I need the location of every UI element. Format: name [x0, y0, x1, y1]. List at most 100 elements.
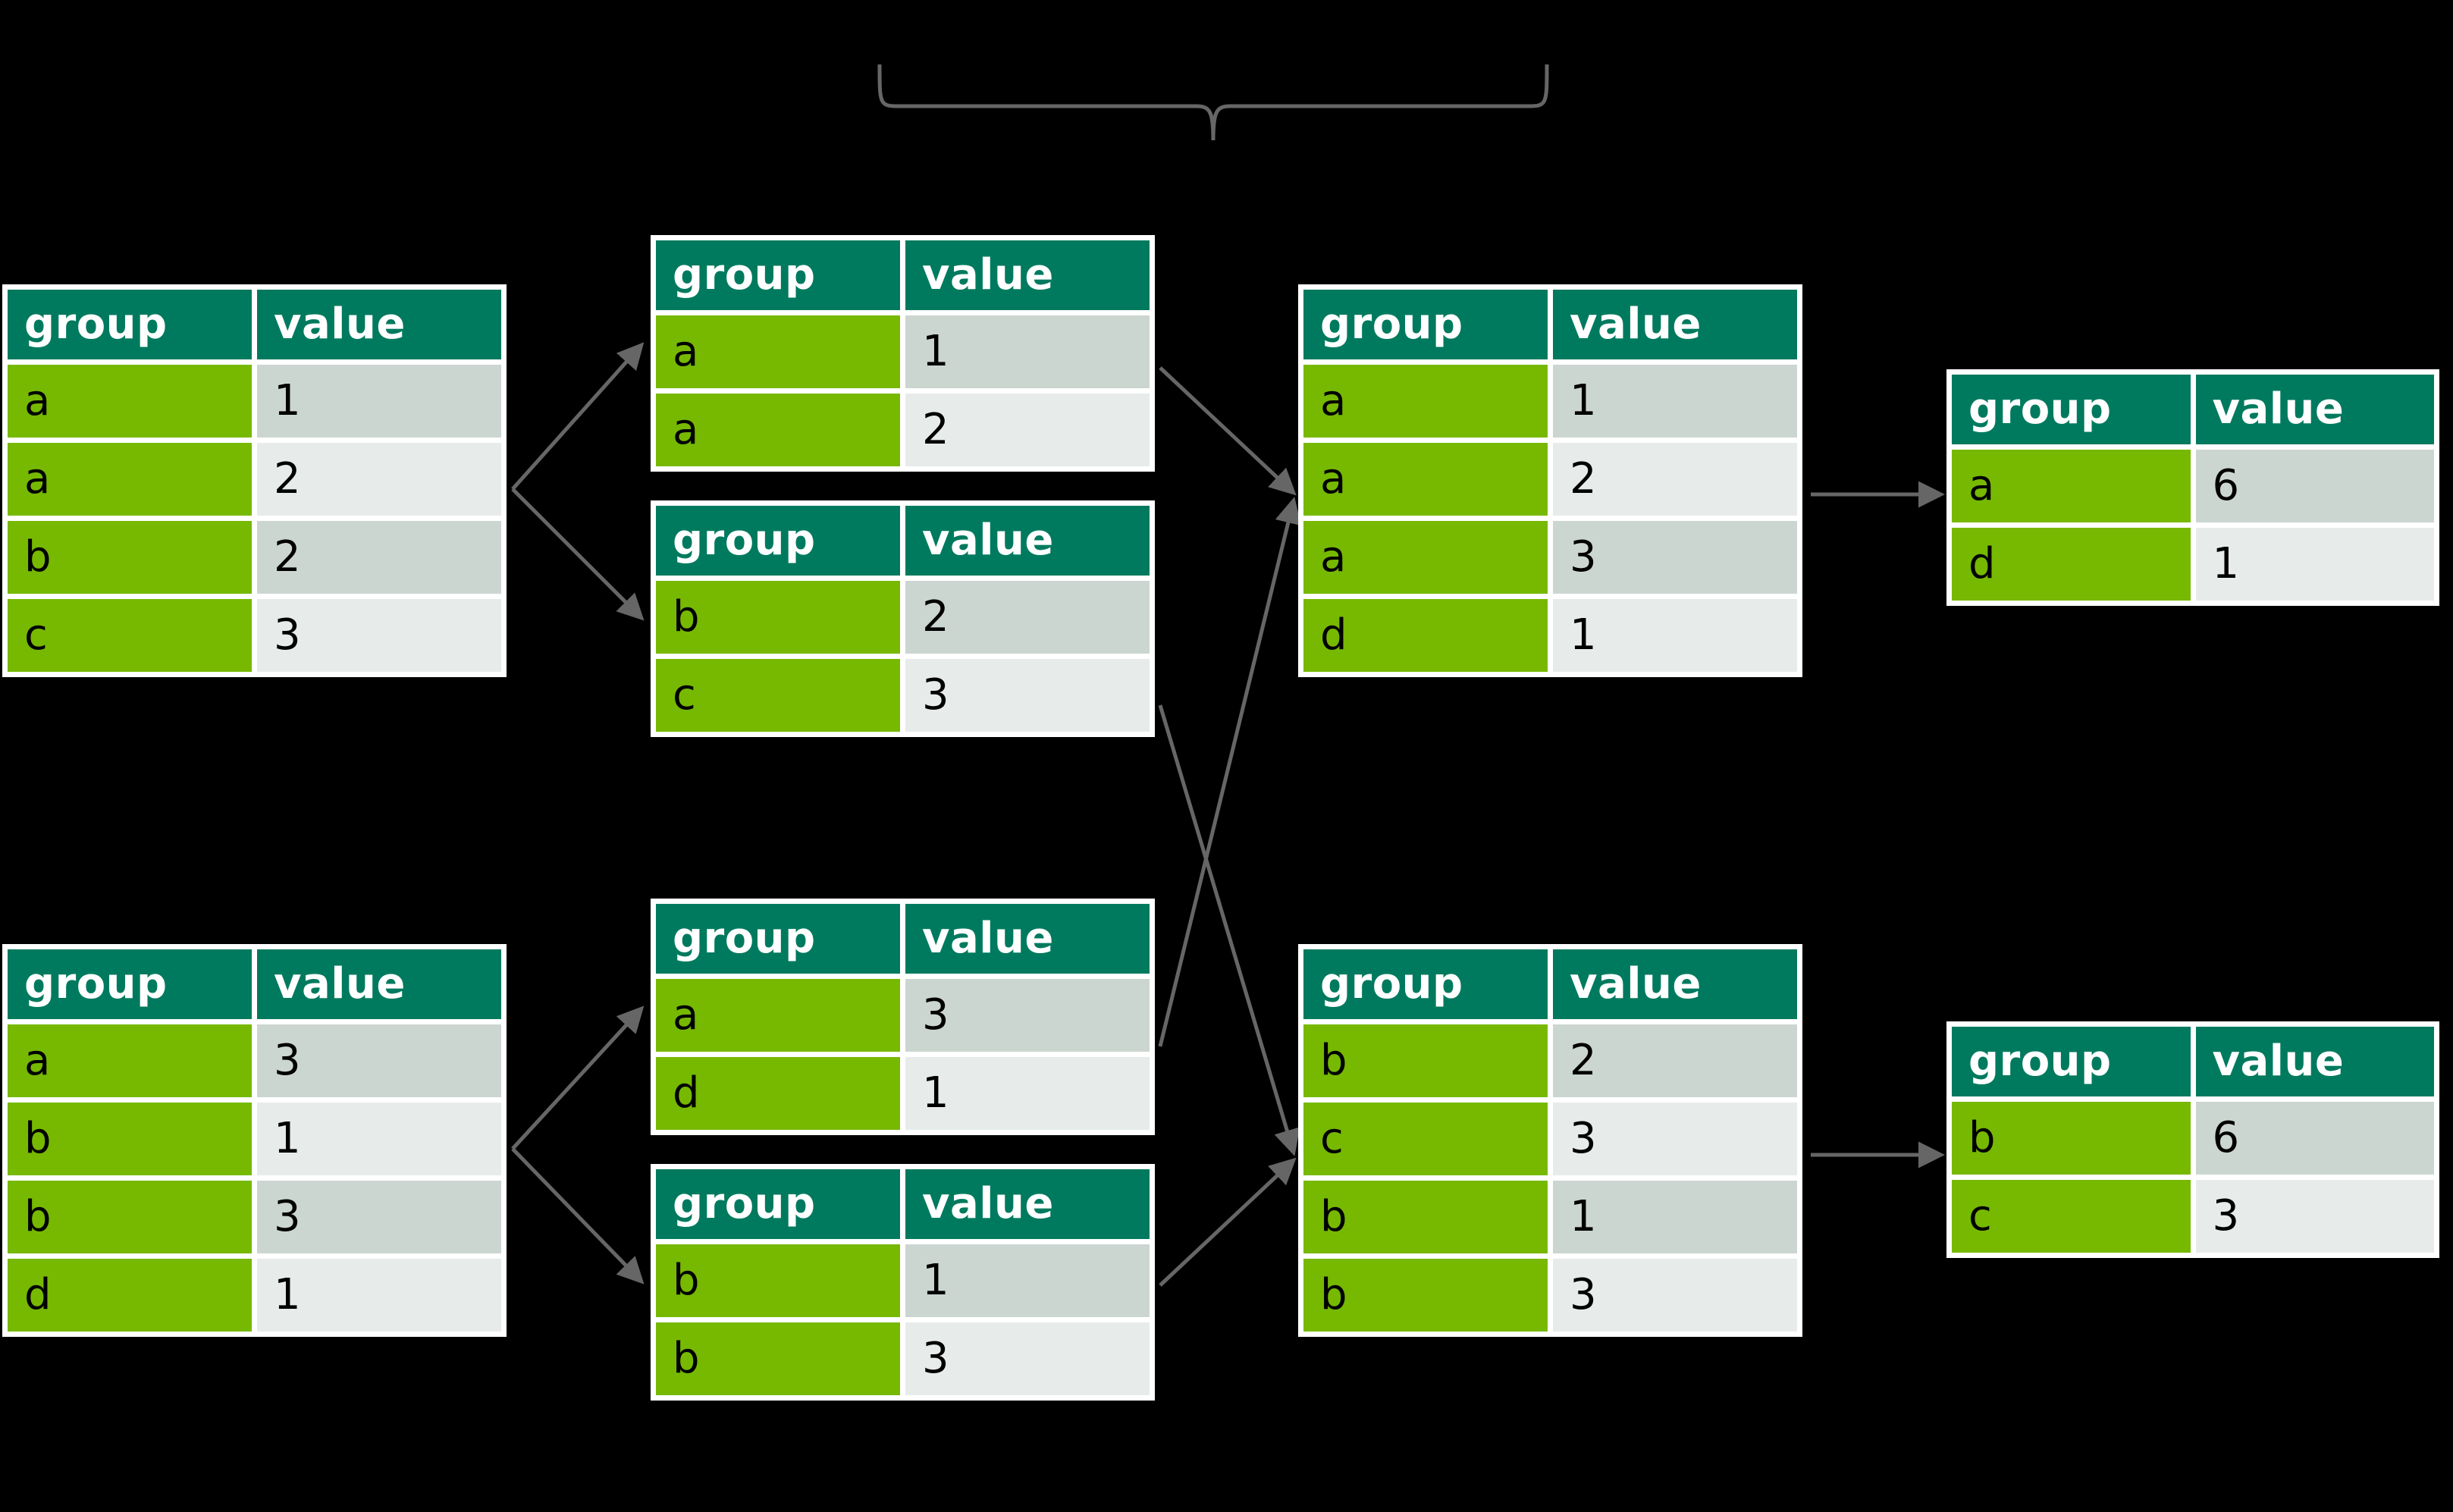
cell-value: 3	[1553, 1259, 1797, 1332]
cell-group: b	[656, 1322, 900, 1395]
cell-value: 3	[257, 1181, 501, 1253]
cell-value: 1	[905, 1057, 1150, 1130]
cell-value: 3	[2195, 1180, 2434, 1253]
cell-value: 3	[1553, 521, 1797, 594]
cell-group: c	[8, 599, 252, 672]
cell-value: 2	[1553, 1024, 1797, 1097]
cell-value: 6	[2195, 450, 2434, 522]
cell-value: 3	[905, 1322, 1150, 1395]
cell-group: b	[656, 1244, 900, 1317]
column-header-group: group	[656, 904, 900, 974]
cell-group: a	[656, 979, 900, 1052]
column-header-group: group	[8, 290, 252, 359]
cell-value: 2	[1553, 443, 1797, 516]
cell-group: b	[1952, 1102, 2191, 1175]
cell-value: 1	[1553, 599, 1797, 672]
column-header-value: value	[257, 290, 501, 359]
cell-value: 6	[2195, 1102, 2434, 1175]
cell-group: d	[1303, 599, 1548, 672]
column-header-value: value	[1553, 290, 1797, 359]
cell-group: c	[1952, 1180, 2191, 1253]
column-header-group: group	[1303, 949, 1548, 1019]
arrow-merge-botBB-to-combBC	[1159, 1157, 1297, 1287]
column-header-group: group	[8, 949, 252, 1019]
column-header-value: value	[1553, 949, 1797, 1019]
cell-group: b	[1303, 1024, 1548, 1097]
cell-value: 3	[257, 1024, 501, 1097]
arrow-merge-topBC-to-combBC	[1158, 704, 1300, 1156]
arrow-split-top-up	[511, 342, 645, 491]
arrow-split-bot-up	[511, 1005, 645, 1150]
cell-group: a	[8, 443, 252, 516]
cell-value: 1	[905, 315, 1150, 388]
cell-group: b	[8, 521, 252, 594]
arrow-split-bot-down	[511, 1147, 645, 1285]
cell-group: a	[656, 315, 900, 388]
cell-value: 2	[905, 581, 1150, 654]
cell-group: b	[1303, 1181, 1548, 1253]
cell-value: 1	[1553, 1181, 1797, 1253]
cell-value: 2	[905, 394, 1150, 466]
cell-value: 2	[257, 521, 501, 594]
column-header-value: value	[905, 904, 1150, 974]
cell-group: a	[8, 365, 252, 438]
cell-group: a	[1303, 365, 1548, 438]
arrow-merge-botAD-to-combA	[1158, 497, 1301, 1047]
column-header-value: value	[905, 1169, 1150, 1239]
cell-group: b	[1303, 1259, 1548, 1332]
cell-group: a	[656, 394, 900, 466]
cell-value: 1	[2195, 528, 2434, 601]
column-header-value: value	[257, 949, 501, 1019]
arrow-merge-topA-to-combA	[1159, 366, 1297, 496]
cell-value: 1	[905, 1244, 1150, 1317]
cell-group: c	[656, 659, 900, 732]
column-header-value: value	[905, 506, 1150, 576]
column-header-group: group	[656, 506, 900, 576]
cell-group: c	[1303, 1103, 1548, 1175]
cell-group: a	[8, 1024, 252, 1097]
cell-group: d	[1952, 528, 2191, 601]
cell-group: b	[8, 1103, 252, 1175]
cell-value: 3	[1553, 1103, 1797, 1175]
column-header-value: value	[2195, 375, 2434, 444]
